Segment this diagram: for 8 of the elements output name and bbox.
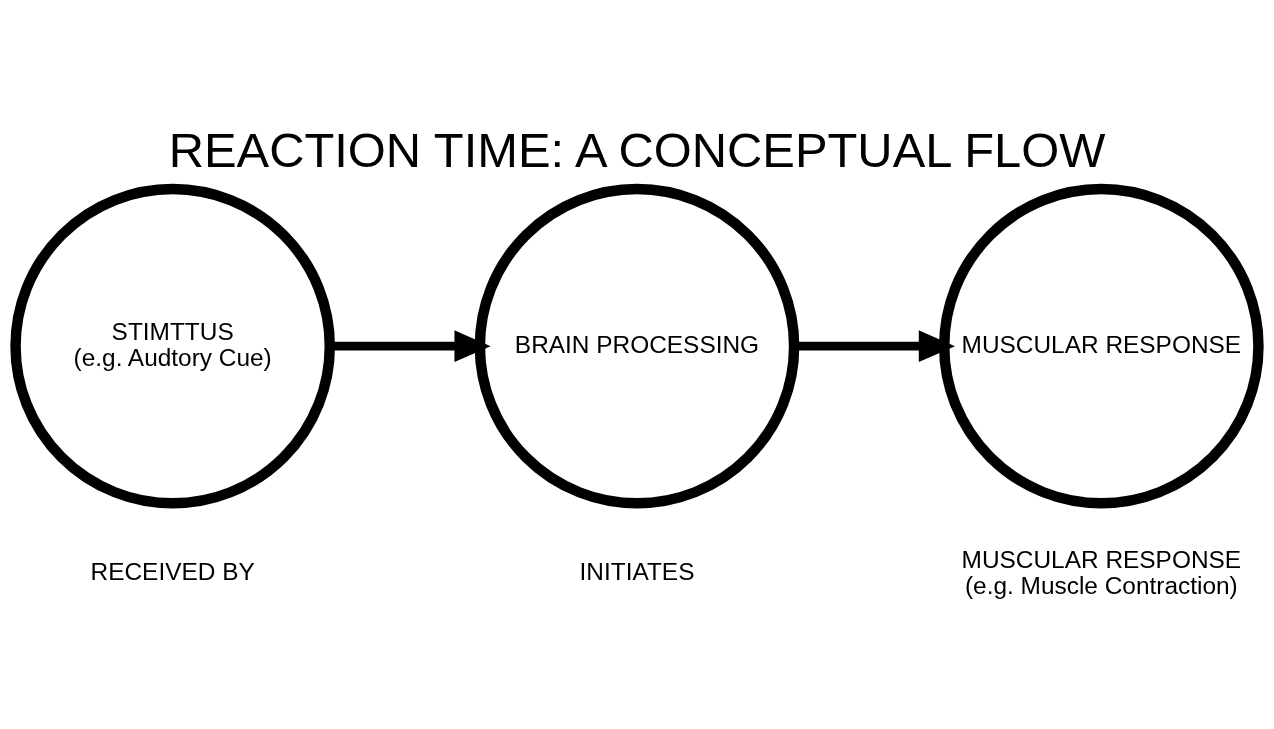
node-label: RECEIVED BY (90, 557, 255, 585)
node-label: (e.g. Muscle Contraction) (964, 572, 1238, 600)
node-label: INITIATES (579, 557, 695, 585)
node-label: MUSCULAR RESPONSE (961, 546, 1242, 574)
diagram-title: REACTION TIME: A CONCEPTUAL FLOW (168, 123, 1106, 178)
node-circle: MUSCULAR RESPONSE (939, 183, 1264, 509)
node-circle: STIMTTUS (e.g. Audtory Cue) (10, 183, 335, 509)
node-circle: BRAIN PROCESSING (474, 183, 800, 509)
